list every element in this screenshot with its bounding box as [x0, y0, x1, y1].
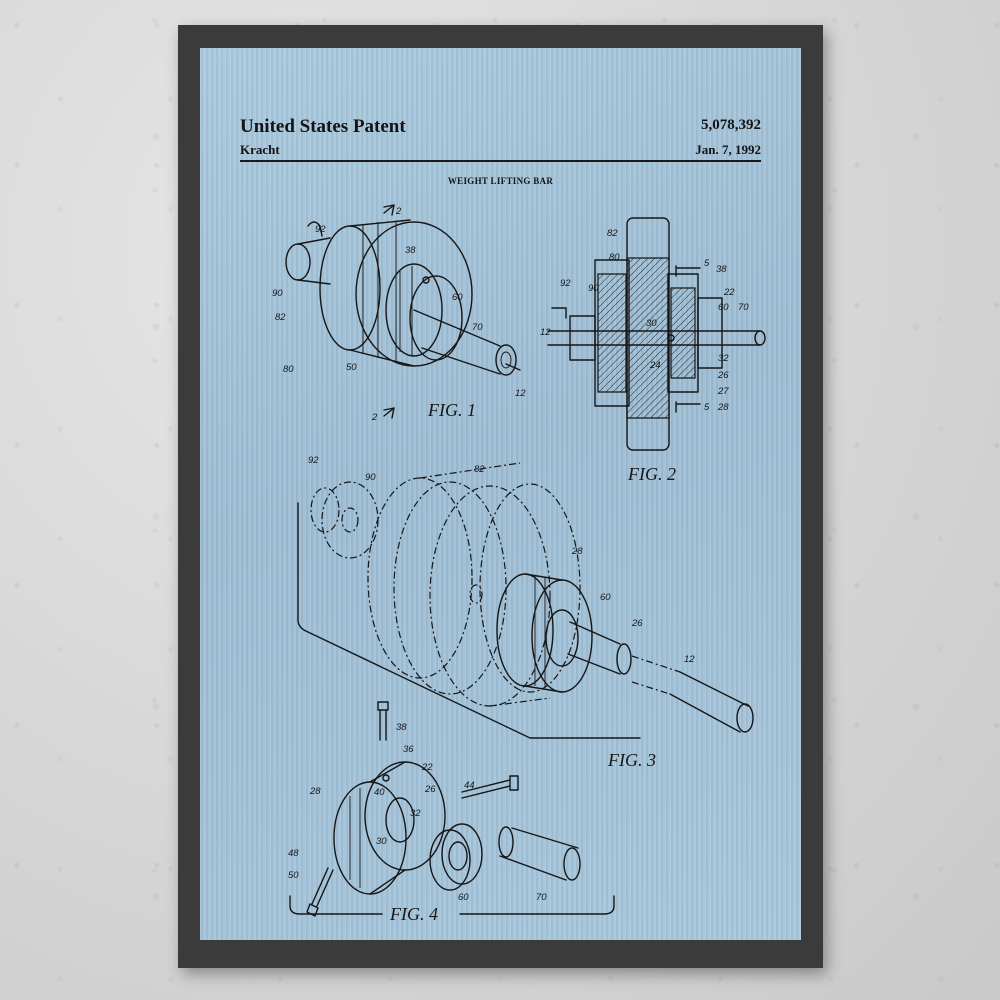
ref-50-fig4: 50 [288, 870, 299, 881]
patent-drawing: 92 90 82 80 50 38 60 70 12 2 2 FIG. 1 [200, 48, 801, 940]
ref-50: 50 [346, 362, 357, 373]
ref-60-fig2: 60 [718, 302, 729, 313]
figure-1-collar-perspective [286, 205, 520, 418]
ref-70: 70 [472, 322, 483, 333]
figure-3-labels: 92 90 82 28 60 26 12 FIG. 3 [308, 455, 695, 770]
ref-26-fig4: 26 [424, 784, 436, 795]
ref-60-fig4: 60 [458, 892, 469, 903]
ref-5-top: 5 [704, 258, 710, 269]
ref-38: 38 [405, 245, 416, 256]
ref-12: 12 [515, 388, 526, 399]
patent-print: United States Patent Kracht 5,078,392 Ja… [200, 48, 801, 940]
ref-32-fig2: 32 [718, 353, 729, 364]
ref-28-fig2: 28 [717, 402, 729, 413]
ref-38-fig4: 38 [396, 722, 407, 733]
ref-5-bottom: 5 [704, 402, 710, 413]
ref-40-fig4: 40 [374, 787, 385, 798]
figure-3-caption: FIG. 3 [607, 750, 656, 770]
ref-12-fig3: 12 [684, 654, 695, 665]
ref-22-fig4: 22 [421, 762, 433, 773]
figure-4-caption: FIG. 4 [389, 904, 438, 924]
ref-27-fig2: 27 [717, 386, 729, 397]
ref-82: 82 [275, 312, 286, 323]
ref-80: 80 [283, 364, 294, 375]
ref-70-fig4: 70 [536, 892, 547, 903]
ref-92-fig3: 92 [308, 455, 319, 466]
figure-2-caption: FIG. 2 [627, 464, 676, 484]
ref-92-fig2: 92 [560, 278, 571, 289]
ref-26-fig2: 26 [717, 370, 729, 381]
figure-4-labels: 38 36 22 28 40 26 32 30 44 48 50 60 70 F… [288, 722, 547, 924]
ref-26-fig3: 26 [631, 618, 643, 629]
figure-3-assembly [298, 463, 753, 738]
figure-1-caption: FIG. 1 [427, 400, 476, 420]
ref-28-fig4: 28 [309, 786, 321, 797]
ref-60: 60 [452, 292, 463, 303]
ref-90-fig2: 90 [588, 283, 599, 294]
ref-90-fig3: 90 [365, 472, 376, 483]
ref-80-fig2: 80 [609, 252, 620, 263]
ref-2-top: 2 [395, 206, 402, 217]
ref-22-fig2: 22 [723, 287, 735, 298]
ref-44-fig4: 44 [464, 780, 475, 791]
ref-36-fig4: 36 [403, 744, 414, 755]
ref-82-fig3: 82 [474, 464, 485, 475]
ref-24-fig2: 24 [649, 360, 661, 371]
ref-48-fig4: 48 [288, 848, 299, 859]
ref-82-fig2: 82 [607, 228, 618, 239]
figure-1-labels: 92 90 82 80 50 38 60 70 12 2 2 FIG. 1 [272, 206, 526, 423]
ref-12-fig2: 12 [540, 327, 551, 338]
figure-2-cross-section [548, 218, 765, 450]
ref-60-fig3: 60 [600, 592, 611, 603]
ref-90: 90 [272, 288, 283, 299]
ref-32-fig4: 32 [410, 808, 421, 819]
ref-2-bottom: 2 [371, 412, 378, 423]
ref-92: 92 [315, 224, 326, 235]
ref-70-fig2: 70 [738, 302, 749, 313]
ref-30-fig2: 30 [646, 318, 657, 329]
figure-4-exploded [290, 702, 614, 916]
ref-38-fig2: 38 [716, 264, 727, 275]
ref-28-fig3: 28 [571, 546, 583, 557]
ref-30-fig4: 30 [376, 836, 387, 847]
picture-frame: United States Patent Kracht 5,078,392 Ja… [178, 25, 823, 968]
